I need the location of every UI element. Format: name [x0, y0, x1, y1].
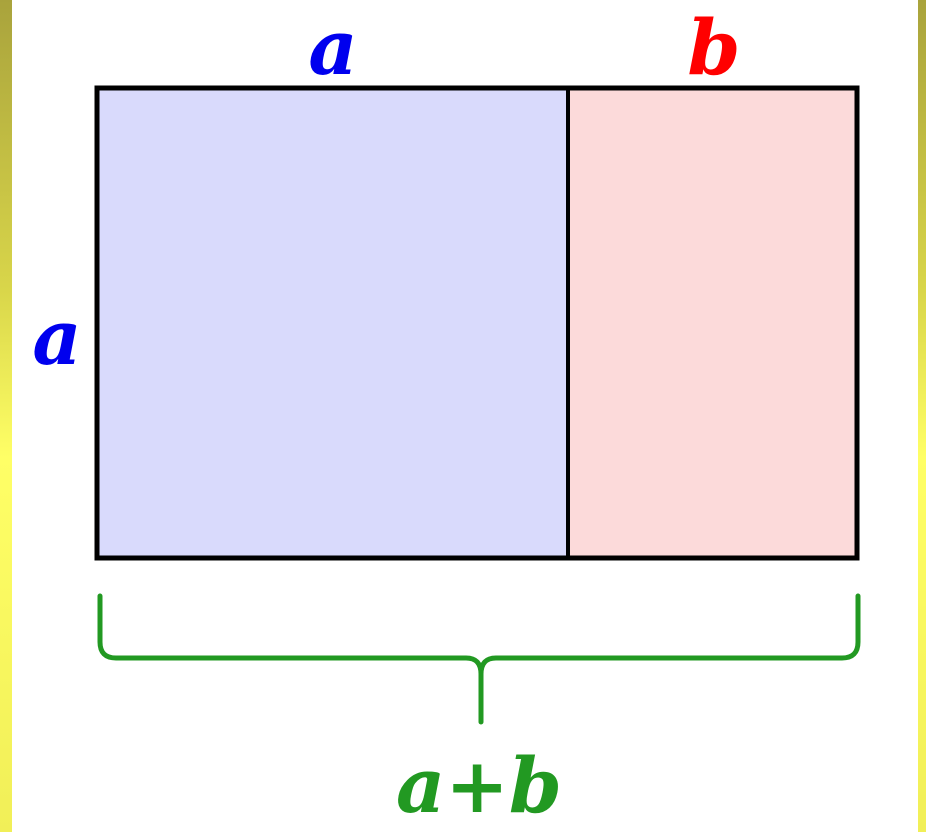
square-a-region	[97, 88, 568, 558]
label-sum-a-plus-b: a+b	[396, 741, 562, 830]
label-top-a: a	[308, 3, 357, 92]
label-side-a: a	[32, 293, 81, 382]
outer-rectangle-outline	[94, 85, 860, 561]
rect-b-region	[568, 88, 857, 558]
brace-a-plus-b	[97, 593, 861, 725]
label-top-b: b	[687, 3, 740, 92]
